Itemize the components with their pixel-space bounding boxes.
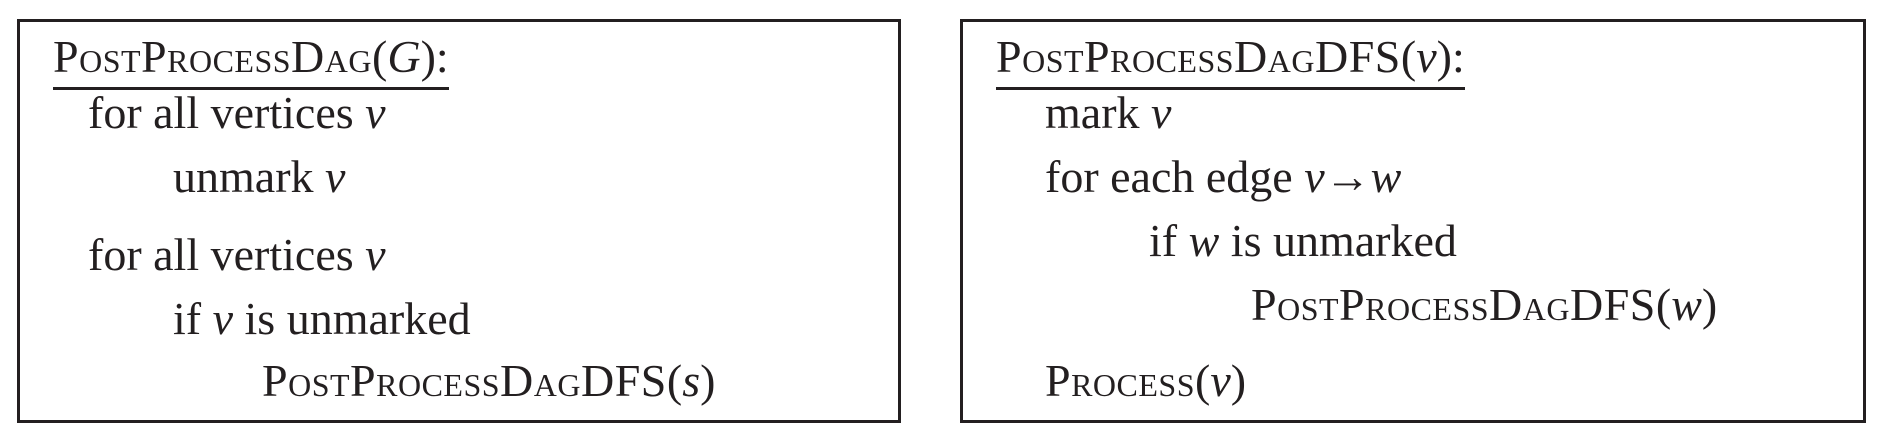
paren-open: ( bbox=[1655, 279, 1672, 330]
keyword-text: if bbox=[1149, 215, 1189, 266]
function-signature: PostProcessDagDFS(v): bbox=[996, 28, 1465, 90]
code-line-2: unmark v bbox=[173, 148, 345, 206]
edge-expression: v→w bbox=[1304, 151, 1402, 202]
parameter: v bbox=[1416, 31, 1437, 82]
paren-close: ): bbox=[420, 31, 449, 82]
paren-open: ( bbox=[1195, 355, 1211, 406]
parameter: G bbox=[387, 31, 421, 82]
code-line-3: if w is unmarked bbox=[1149, 212, 1457, 270]
variable: v bbox=[365, 229, 386, 280]
paren-open: ( bbox=[666, 355, 683, 406]
variable: w bbox=[1188, 215, 1220, 266]
function-call-name: Process bbox=[1045, 355, 1196, 406]
variable: v bbox=[212, 293, 234, 344]
condition-text: is unmarked bbox=[233, 293, 471, 344]
function-name: PostProcessDagDFS bbox=[996, 31, 1401, 82]
argument: w bbox=[1671, 279, 1702, 330]
argument: v bbox=[1210, 355, 1231, 406]
keyword-text: for each edge bbox=[1045, 151, 1305, 202]
paren-open: ( bbox=[372, 31, 388, 82]
keyword-text: unmark bbox=[173, 151, 326, 202]
variable: v bbox=[325, 151, 346, 202]
code-line-4: PostProcessDagDFS(w) bbox=[1251, 276, 1717, 334]
code-line-1: for all vertices v bbox=[88, 84, 386, 142]
paren-close: ): bbox=[1436, 31, 1465, 82]
code-line-3: for all vertices v bbox=[88, 226, 386, 284]
function-signature: PostProcessDag(G): bbox=[53, 28, 449, 90]
algorithm-box-postprocessdagdfs: PostProcessDagDFS(v): mark v for each ed… bbox=[960, 19, 1866, 423]
keyword-text: if bbox=[173, 293, 213, 344]
paren-close: ) bbox=[1230, 355, 1247, 406]
paren-open: ( bbox=[1400, 31, 1417, 82]
variable: v bbox=[365, 87, 386, 138]
function-name: PostProcessDag bbox=[53, 31, 372, 82]
paren-close: ) bbox=[1701, 279, 1718, 330]
code-line-1: mark v bbox=[1045, 84, 1171, 142]
paren-close: ) bbox=[700, 355, 716, 406]
keyword-text: mark bbox=[1045, 87, 1152, 138]
code-line-2: for each edge v→w bbox=[1045, 148, 1401, 206]
function-call-name: PostProcessDagDFS bbox=[262, 355, 667, 406]
code-line-5: Process(v) bbox=[1045, 352, 1246, 410]
keyword-text: for all vertices bbox=[88, 87, 366, 138]
algorithm-box-postprocessdag: PostProcessDag(G): for all vertices v un… bbox=[17, 19, 901, 423]
keyword-text: for all vertices bbox=[88, 229, 366, 280]
code-line-4: if v is unmarked bbox=[173, 290, 471, 348]
variable: v bbox=[1151, 87, 1172, 138]
function-call-name: PostProcessDagDFS bbox=[1251, 279, 1656, 330]
condition-text: is unmarked bbox=[1219, 215, 1457, 266]
code-line-5: PostProcessDagDFS(s) bbox=[262, 352, 715, 410]
argument: s bbox=[682, 355, 701, 406]
